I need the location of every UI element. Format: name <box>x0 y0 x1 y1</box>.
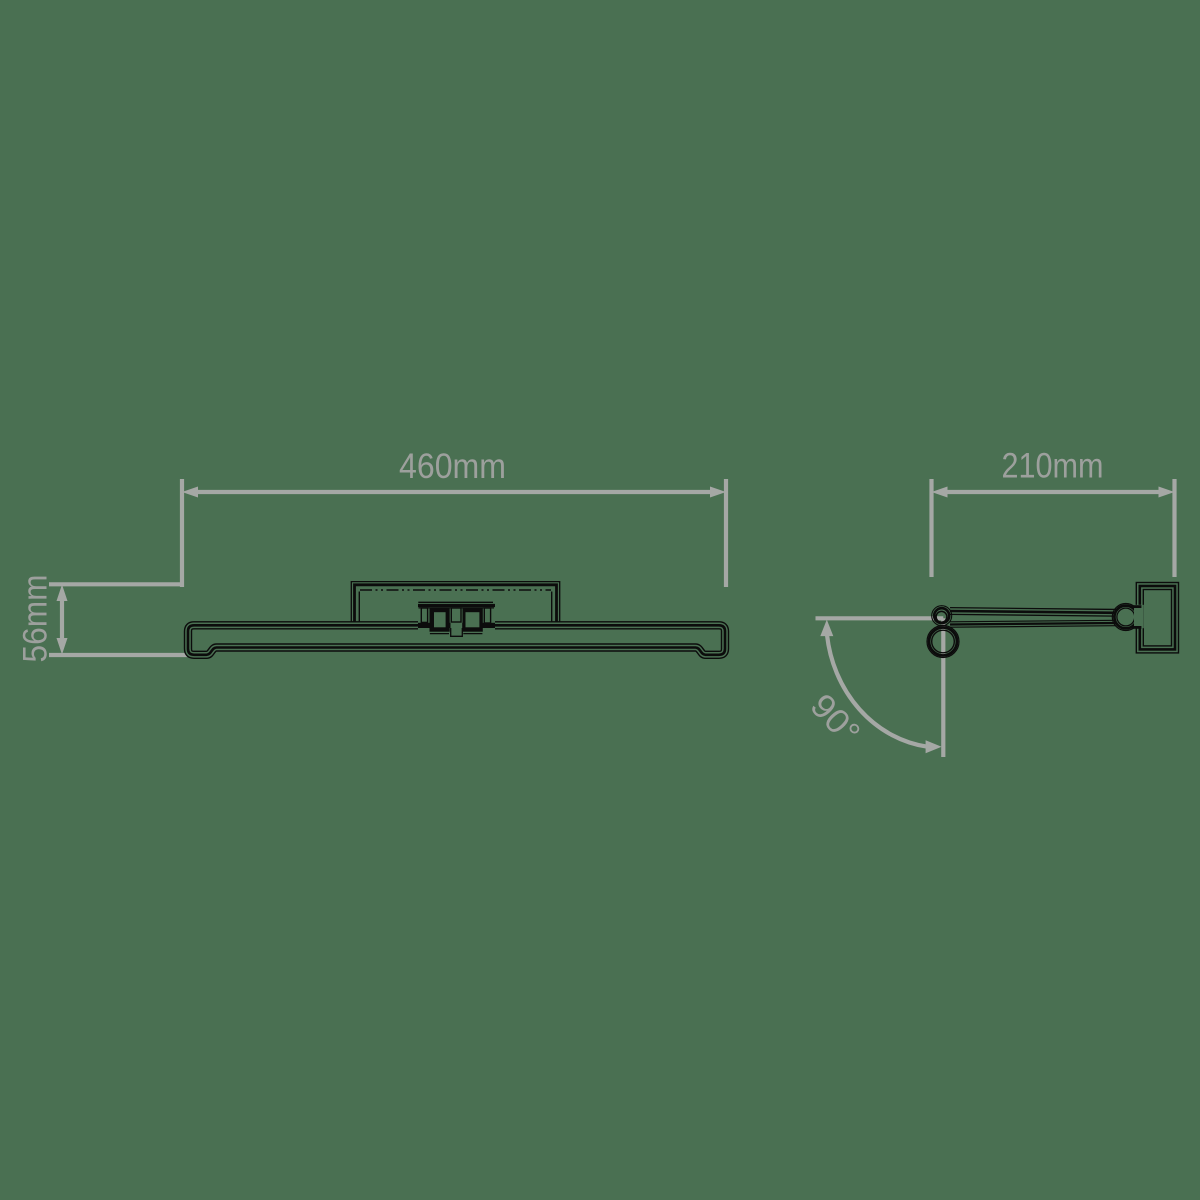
svg-text:56mm: 56mm <box>17 575 55 663</box>
svg-text:210mm: 210mm <box>1002 447 1104 486</box>
svg-text:460mm: 460mm <box>399 447 506 486</box>
